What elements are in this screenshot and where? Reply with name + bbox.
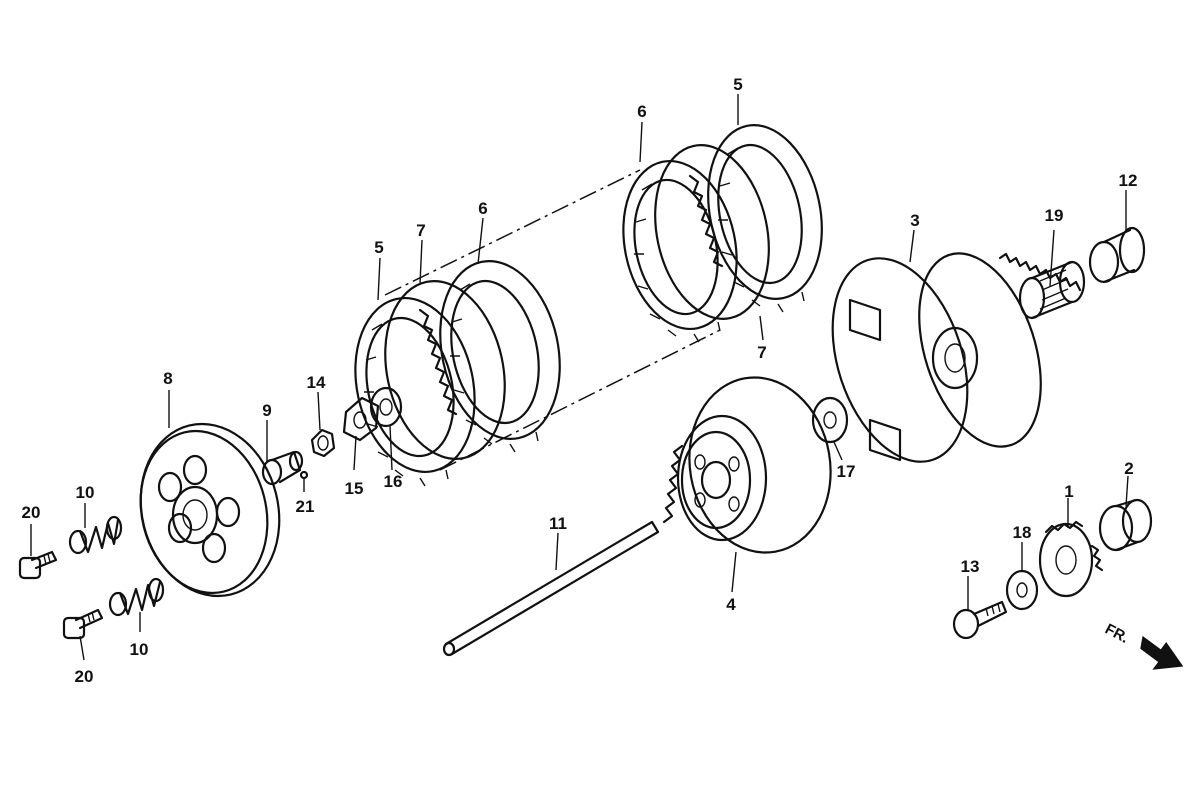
- lock-nut: [310, 428, 336, 458]
- callout-12: 12: [1119, 171, 1138, 190]
- callout-7-front: 7: [416, 221, 425, 240]
- friction-disc-front: [354, 296, 476, 487]
- primary-drive-gear: [1038, 520, 1104, 598]
- ball: [299, 470, 309, 480]
- lock-washer: [1005, 569, 1039, 611]
- callout-13: 13: [961, 557, 980, 576]
- pressure-plate: [139, 422, 281, 598]
- front-label: FR.: [1102, 621, 1131, 647]
- friction-disc-rear: [622, 159, 738, 343]
- callout-4: 4: [726, 595, 736, 614]
- clutch-spring-lower: [108, 577, 165, 617]
- clutch-center-hub: [662, 376, 832, 554]
- bolt-upper: [18, 550, 58, 580]
- callout-1: 1: [1064, 482, 1073, 501]
- bolt-lower: [62, 608, 104, 640]
- callout-19: 19: [1045, 206, 1064, 225]
- leader-lines: [30, 94, 1129, 661]
- callout-16: 16: [384, 472, 403, 491]
- friction-disc-back: [707, 124, 823, 313]
- callout-5-rear: 5: [733, 75, 742, 94]
- washer: [811, 396, 849, 444]
- push-rod: [442, 520, 660, 657]
- collar: [1088, 226, 1146, 284]
- callout-7-rear: 7: [757, 343, 766, 362]
- callout-10-upper: 10: [76, 483, 95, 502]
- callout-6-front: 6: [478, 199, 487, 218]
- callout-15: 15: [345, 479, 364, 498]
- plain-plate-rear: [654, 144, 770, 320]
- spacer: [1098, 498, 1153, 552]
- callout-6-rear: 6: [637, 102, 646, 121]
- callout-8: 8: [163, 369, 172, 388]
- callout-labels: 1 2 3 4 5 5 6 6 7 7 8 9 10 10 11 12 13 1…: [22, 75, 1138, 686]
- callout-21: 21: [296, 497, 315, 516]
- callout-3: 3: [910, 211, 919, 230]
- callout-10-lower: 10: [130, 640, 149, 659]
- friction-disc-middle: [439, 260, 561, 453]
- callout-11: 11: [549, 514, 567, 533]
- front-arrow-icon: [1140, 635, 1184, 670]
- clutch-spring-upper: [68, 515, 123, 555]
- callout-14: 14: [307, 373, 326, 392]
- callout-2: 2: [1124, 459, 1133, 478]
- flange-bolt: [952, 600, 1008, 640]
- callout-9: 9: [262, 401, 271, 420]
- assembly-guide-lines: [384, 169, 721, 471]
- lifter-piece: [261, 450, 304, 486]
- callout-18: 18: [1013, 523, 1032, 542]
- front-direction-indicator: FR.: [1102, 621, 1184, 670]
- callout-5-front: 5: [374, 238, 383, 257]
- needle-bearing: [1018, 260, 1086, 320]
- callout-20-lower: 20: [75, 667, 94, 686]
- callout-17: 17: [837, 462, 856, 481]
- callout-20-upper: 20: [22, 503, 41, 522]
- clutch-outer-basket: [831, 252, 1082, 463]
- plain-plate-front: [384, 280, 506, 460]
